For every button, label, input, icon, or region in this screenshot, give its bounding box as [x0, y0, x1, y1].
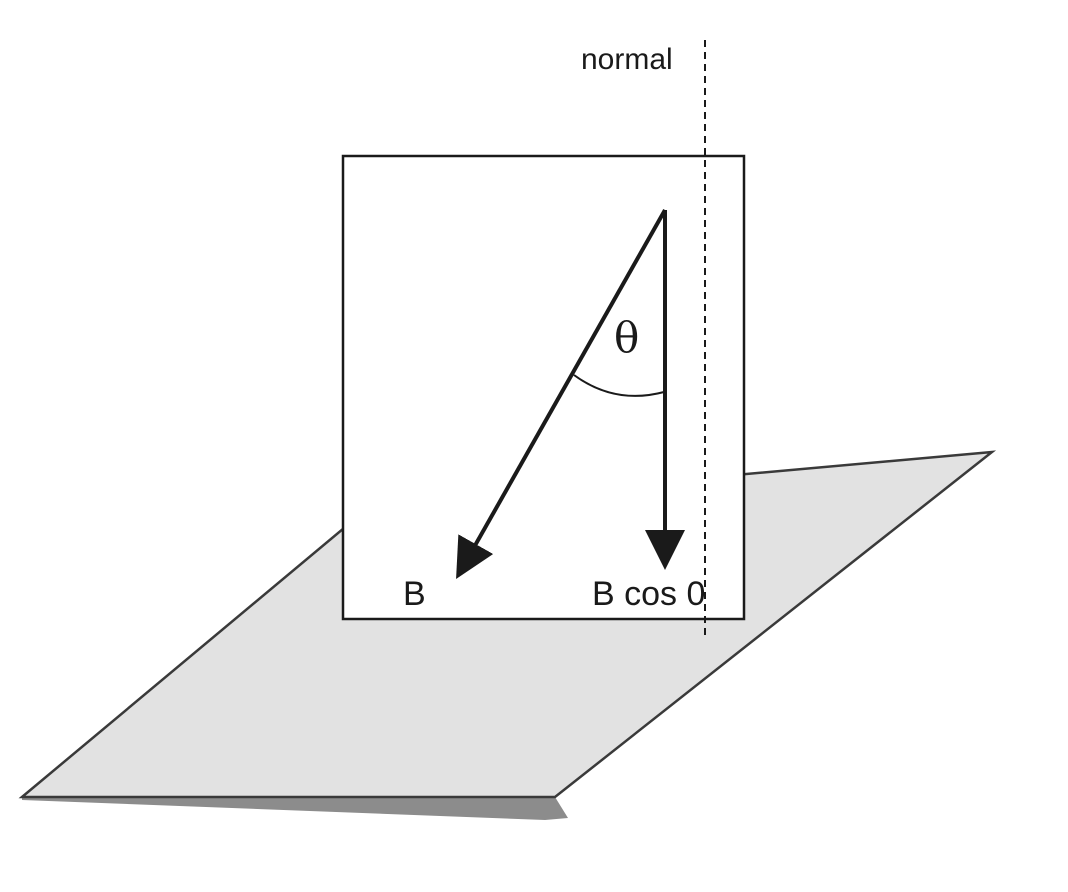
field-vector-b: [456, 209, 667, 579]
area-panel: [341, 154, 746, 621]
surface-plane: [18, 450, 997, 799]
component-vector-label: B cos 0: [592, 575, 705, 613]
angle-label: θ: [614, 313, 639, 362]
normal-label: normal: [581, 43, 673, 76]
angle-arc: [573, 374, 665, 397]
plane-thickness: [22, 797, 568, 820]
field-vector-label: B: [403, 575, 426, 613]
